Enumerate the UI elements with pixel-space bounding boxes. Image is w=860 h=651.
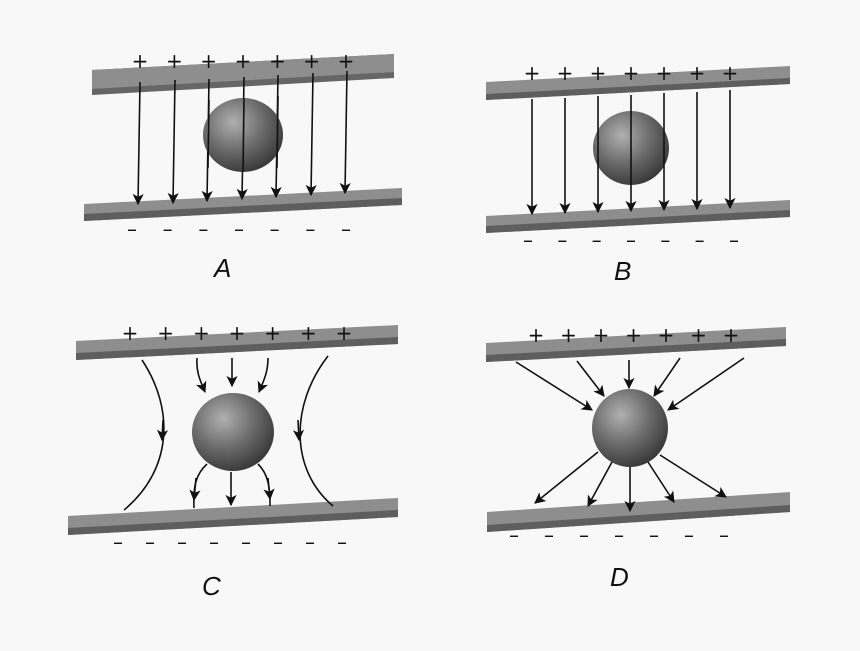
plus-sign: + bbox=[524, 61, 541, 85]
minus-sign: – bbox=[127, 217, 137, 241]
sphere bbox=[592, 389, 668, 467]
plus-sign: + bbox=[166, 49, 183, 73]
minus-sign: – bbox=[523, 228, 533, 252]
minus-sign: – bbox=[113, 530, 123, 554]
plus-sign: + bbox=[132, 49, 149, 73]
positive-plate bbox=[76, 325, 398, 360]
plus-sign: + bbox=[690, 323, 707, 347]
panel-label-a: A bbox=[212, 253, 231, 283]
minus-sign: – bbox=[660, 228, 670, 252]
minus-sign: – bbox=[626, 228, 636, 252]
plus-sign: + bbox=[560, 323, 577, 347]
plus-sign: + bbox=[625, 323, 642, 347]
panel-label-b: B bbox=[614, 256, 631, 286]
plus-sign: + bbox=[264, 321, 281, 345]
minus-sign: – bbox=[729, 228, 739, 252]
plus-signs: + + + + + + + bbox=[524, 61, 739, 85]
minus-sign: – bbox=[614, 523, 624, 547]
minus-signs: ––––––– bbox=[523, 228, 739, 252]
minus-sign: – bbox=[273, 530, 283, 554]
panel-label-c: C bbox=[202, 571, 221, 601]
plus-sign: + bbox=[303, 49, 320, 73]
sphere bbox=[192, 393, 274, 471]
minus-sign: – bbox=[579, 523, 589, 547]
plus-sign: + bbox=[122, 321, 139, 345]
positive-plate bbox=[92, 54, 394, 95]
plus-sign: + bbox=[338, 49, 355, 73]
minus-sign: – bbox=[198, 217, 208, 241]
minus-sign: – bbox=[592, 228, 602, 252]
plus-signs: + + + + + + + bbox=[132, 49, 355, 73]
field-lines-front bbox=[207, 95, 279, 173]
minus-sign: – bbox=[557, 228, 567, 252]
plus-signs: + + + + + + + bbox=[122, 321, 353, 345]
plus-sign: + bbox=[193, 321, 210, 345]
minus-sign: – bbox=[177, 530, 187, 554]
panel-a: + + + + + + + – – – – – – – A bbox=[84, 49, 402, 283]
minus-sign: – bbox=[270, 217, 280, 241]
plus-sign: + bbox=[656, 61, 673, 85]
plus-sign: + bbox=[722, 61, 739, 85]
plus-sign: + bbox=[557, 61, 574, 85]
minus-sign: – bbox=[241, 530, 251, 554]
positive-plate bbox=[486, 327, 786, 362]
minus-sign: – bbox=[305, 217, 315, 241]
field-lines bbox=[515, 357, 745, 513]
plus-signs: + + + + + + + bbox=[528, 323, 740, 347]
minus-sign: – bbox=[305, 530, 315, 554]
negative-plate bbox=[487, 492, 790, 532]
plus-sign: + bbox=[723, 323, 740, 347]
positive-plate bbox=[486, 66, 790, 100]
plus-sign: + bbox=[689, 61, 706, 85]
negative-plate bbox=[486, 200, 790, 233]
minus-sign: – bbox=[145, 530, 155, 554]
plus-sign: + bbox=[300, 321, 317, 345]
minus-sign: – bbox=[341, 217, 351, 241]
plus-sign: + bbox=[157, 321, 174, 345]
minus-sign: – bbox=[337, 530, 347, 554]
plus-sign: + bbox=[590, 61, 607, 85]
minus-sign: – bbox=[509, 523, 519, 547]
plus-sign: + bbox=[658, 323, 675, 347]
minus-signs: –––––––– bbox=[113, 530, 347, 554]
panel-d: + + + + + + + – – – – – – – D bbox=[486, 323, 790, 592]
minus-sign: – bbox=[544, 523, 554, 547]
plus-sign: + bbox=[623, 61, 640, 85]
minus-sign: – bbox=[649, 523, 659, 547]
minus-sign: – bbox=[163, 217, 173, 241]
plus-sign: + bbox=[200, 49, 217, 73]
panel-b: +++++++ ––––––– B bbox=[486, 61, 790, 286]
minus-signs: ––––––– bbox=[509, 523, 729, 547]
field-lines bbox=[123, 355, 334, 511]
field-lines bbox=[526, 90, 736, 216]
negative-plate bbox=[84, 188, 402, 221]
minus-sign: – bbox=[719, 523, 729, 547]
minus-sign: – bbox=[695, 228, 705, 252]
plus-sign: + bbox=[528, 323, 545, 347]
plus-sign: + bbox=[229, 321, 246, 345]
minus-signs: ––––––– bbox=[127, 217, 351, 241]
minus-sign: – bbox=[234, 217, 244, 241]
panel-label-d: D bbox=[610, 562, 629, 592]
minus-sign: – bbox=[684, 523, 694, 547]
plus-sign: + bbox=[269, 49, 286, 73]
plus-sign: + bbox=[336, 321, 353, 345]
negative-plate bbox=[68, 498, 398, 535]
minus-sign: – bbox=[209, 530, 219, 554]
plus-sign: + bbox=[593, 323, 610, 347]
panel-c: +++++++ –––––––– C bbox=[68, 321, 398, 601]
plus-sign: + bbox=[235, 49, 252, 73]
